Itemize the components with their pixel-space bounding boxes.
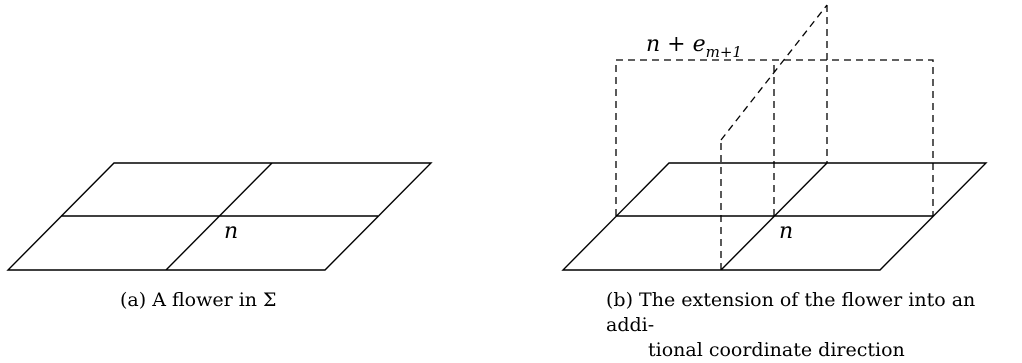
- panel-b-center-label: n: [779, 219, 793, 244]
- caption-a-text: A flower in Σ: [152, 289, 277, 311]
- panel-b-extension: [615, 4, 934, 270]
- top-label-base: n + e: [646, 32, 706, 57]
- caption-a-tag: (a): [120, 289, 147, 311]
- panel-b-top-label: n + em+1: [646, 32, 742, 61]
- panel-b-slanted-midline: [720, 162, 828, 271]
- extension-slant-top: [720, 4, 828, 141]
- caption-b: (b) The extension of the flower into an …: [606, 288, 1006, 363]
- caption-b-tag: (b): [606, 289, 633, 311]
- extension-rectangle: [615, 59, 934, 216]
- panel-a-center-label: n: [224, 219, 238, 244]
- top-label-subscript: m+1: [706, 43, 742, 61]
- caption-a: (a) A flower in Σ: [120, 288, 277, 313]
- panel-a-parallelogram: [6, 162, 433, 271]
- caption-b-line2: tional coordinate direction: [648, 339, 905, 361]
- caption-b-line1: The extension of the flower into an addi…: [606, 289, 976, 336]
- panel-a-diagram: [6, 162, 433, 271]
- panel-a-slanted-midline: [165, 162, 273, 271]
- panel-b-parallelogram: [561, 162, 988, 271]
